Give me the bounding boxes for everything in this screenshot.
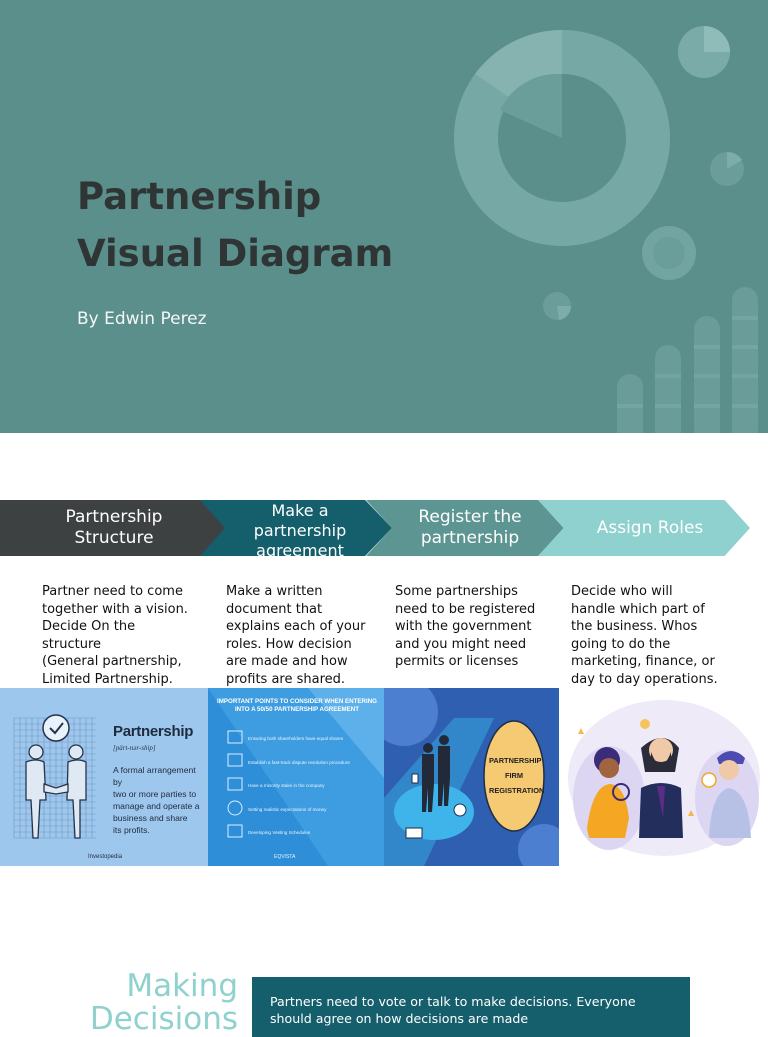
registration-badge: PARTNERSHIP FIRM REGISTRATION [489,729,545,821]
person-center-icon [639,719,683,838]
description-line: Some partnerships [395,584,518,599]
step-label-line: Partnership [65,507,163,527]
step-description: Make a written document that explains ea… [226,583,376,689]
handshake-definition-illustration [13,714,96,839]
definition-pronunciation: [pärt-nər-ship] [113,744,156,752]
definition-word: Partnership [113,723,194,740]
description-line: with the government [395,619,532,635]
description-line: Decide who will [571,584,673,599]
step-register: Register the partnership [366,500,566,556]
step-label-line: agreement [256,541,344,557]
step-label-line: partnership [253,521,347,540]
description-line: are made and how [226,654,348,670]
description-line: going to do the [571,636,671,652]
heading-line: Making [126,968,238,1004]
text-line: Partners need to vote or talk to make de… [270,994,636,1009]
title-line: Visual Diagram [77,232,394,275]
decisions-heading: Making Decisions [60,970,238,1036]
list-item: Ensuring both shareholders have equal sh… [248,736,343,741]
description-line: explains each of your [226,619,366,635]
list-item: Have a minority stake in the company [248,783,325,789]
brand-label: EQVISTA [274,854,296,860]
heading-line: Decisions [89,1001,238,1037]
step-assign-roles: Assign Roles [538,500,750,556]
registration-handshake-illustration [384,688,559,866]
step-partnership-structure: Partnership Structure [0,500,226,556]
person-left-icon [587,747,630,838]
description-line: Limited Partnership. [42,671,173,687]
badge-line: REGISTRATION [489,785,545,795]
description-line: and you might need [395,636,527,652]
description-line: together with a vision. [42,601,188,617]
page-title: Partnership Visual Diagram [77,168,393,282]
definition-line: manage and operate a [113,801,200,811]
description-line: handle which part of [571,601,705,617]
infographic-heading: IMPORTANT POINTS TO CONSIDER WHEN ENTERI… [214,698,380,714]
title-slide: Partnership Visual Diagram By Edwin Pere… [0,0,768,433]
description-line: Partner need to come [42,584,183,599]
badge-line: PARTNERSHIP [489,755,542,765]
team-roles-image [559,688,768,866]
step-description: Decide who will handle which part of the… [571,583,731,689]
definition-line: A formal arrangement by [113,765,196,787]
team-roles-illustration [568,700,760,856]
description-line: (General partnership, [42,654,182,670]
step-label-line: Assign Roles [596,517,704,538]
step-label-line: partnership [420,528,520,548]
description-line: Decide On the [42,619,136,635]
lightbulb-icon [640,719,650,729]
decorative-shapes [454,26,758,433]
description-line: the business. Whos [571,619,698,635]
check-icon [701,772,717,788]
step-label-line: Make a [271,501,329,520]
description-line: permits or licenses [395,654,519,670]
description-line: need to be registered [395,601,536,617]
definition-line: its profits. [113,825,150,835]
description-line: marketing, finance, or [571,654,715,670]
description-line: profits are shared. [226,671,346,687]
list-item: Setting realistic expectations of money [248,806,327,812]
heading-line: INTO A 50/50 PARTNERSHIP AGREEMENT [234,706,360,713]
agreement-checklist-infographic [208,688,384,866]
description-line: day to day operations. [571,671,718,687]
description-line: document that [226,601,323,617]
definition-line: business and share [113,813,188,823]
definition-text: A formal arrangement by two or more part… [113,764,207,836]
description-line: roles. How decision [226,636,352,652]
step-make-agreement: Make a partnership agreement [200,500,392,556]
step-description: Partner need to come together with a vis… [42,583,200,689]
decisions-text: Partners need to vote or talk to make de… [270,993,680,1028]
step-label-line: Structure [74,528,154,548]
definition-line: two or more parties to [113,789,197,799]
registration-image: PARTNERSHIP FIRM REGISTRATION [384,688,559,866]
list-item: Developing Vesting Schedules [248,830,311,836]
person-right-icon [701,751,751,838]
list-item: Establish a fast-track dispute resolutio… [248,759,350,765]
agreement-infographic-image: IMPORTANT POINTS TO CONSIDER WHEN ENTERI… [208,688,384,866]
title-line: Partnership [77,175,322,218]
text-line: should agree on how decisions are made [270,1011,529,1027]
bar-chart-icon [617,287,758,433]
step-label-line: Register the [418,507,522,527]
partnership-definition-image: Partnership [pärt-nər-ship] A formal arr… [0,688,208,866]
decisions-callout: Partners need to vote or talk to make de… [252,977,690,1037]
heading-line: IMPORTANT POINTS TO CONSIDER WHEN ENTERI… [217,698,377,705]
description-line: Make a written [226,584,323,599]
check-icon [42,714,70,742]
author-byline: By Edwin Perez [77,309,207,329]
brand-label: Investopedia [88,854,123,860]
step-description: Some partnerships need to be registered … [395,583,545,671]
description-line: structure [42,636,101,652]
badge-line: FIRM [504,770,524,780]
infographic-list: Ensuring both shareholders have equal sh… [248,735,378,853]
